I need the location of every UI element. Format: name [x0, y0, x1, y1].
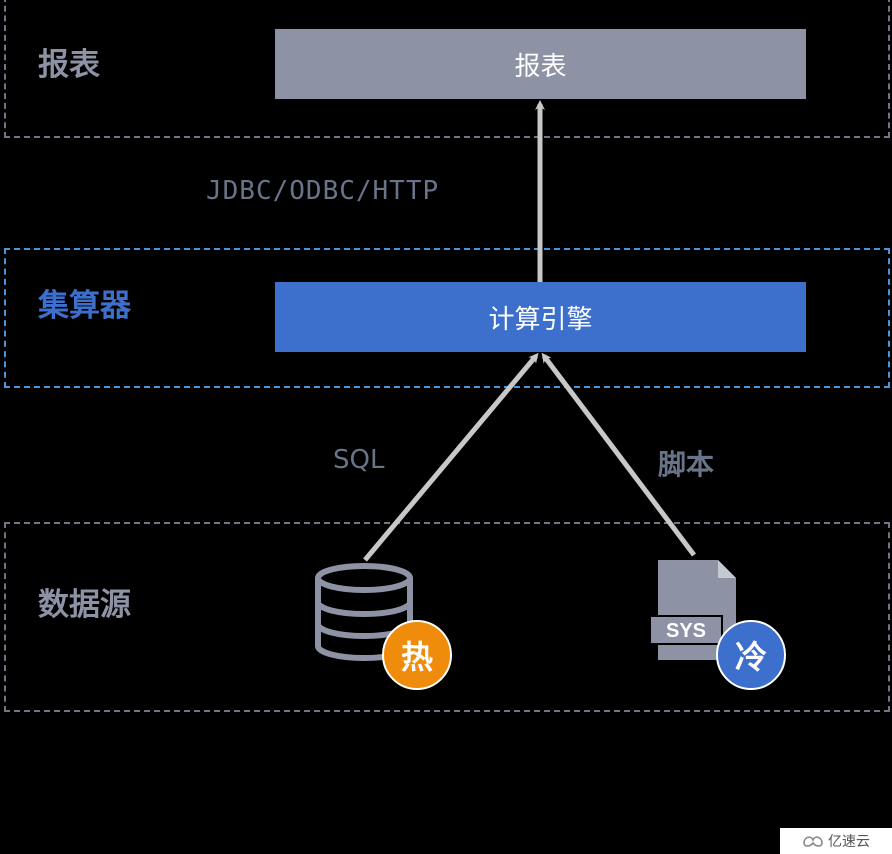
arrow-file-to-engine [541, 352, 696, 557]
report-layer-label: 报表 [38, 47, 100, 83]
watermark: 亿速云 [780, 828, 892, 854]
sql-label: SQL [333, 445, 385, 475]
arrow-db-to-engine [363, 352, 539, 562]
watermark-text: 亿速云 [828, 834, 870, 850]
yisu-logo-icon [803, 836, 823, 847]
calculator-layer-label: 集算器 [38, 288, 131, 324]
sys-file-tag: SYS [666, 620, 706, 642]
compute-engine-box: 计算引擎 [275, 282, 806, 352]
datasource-layer [4, 522, 890, 712]
script-label: 脚本 [658, 448, 715, 481]
report-layer [4, 0, 890, 138]
datasource-layer-label: 数据源 [38, 587, 131, 623]
calculator-layer [4, 248, 890, 388]
protocol-label: JDBC/ODBC/HTTP [206, 176, 440, 206]
hot-badge: 热 [382, 620, 452, 690]
cold-badge: 冷 [716, 620, 786, 690]
report-box: 报表 [275, 29, 806, 99]
sys-file-icon: SYS [650, 560, 736, 660]
